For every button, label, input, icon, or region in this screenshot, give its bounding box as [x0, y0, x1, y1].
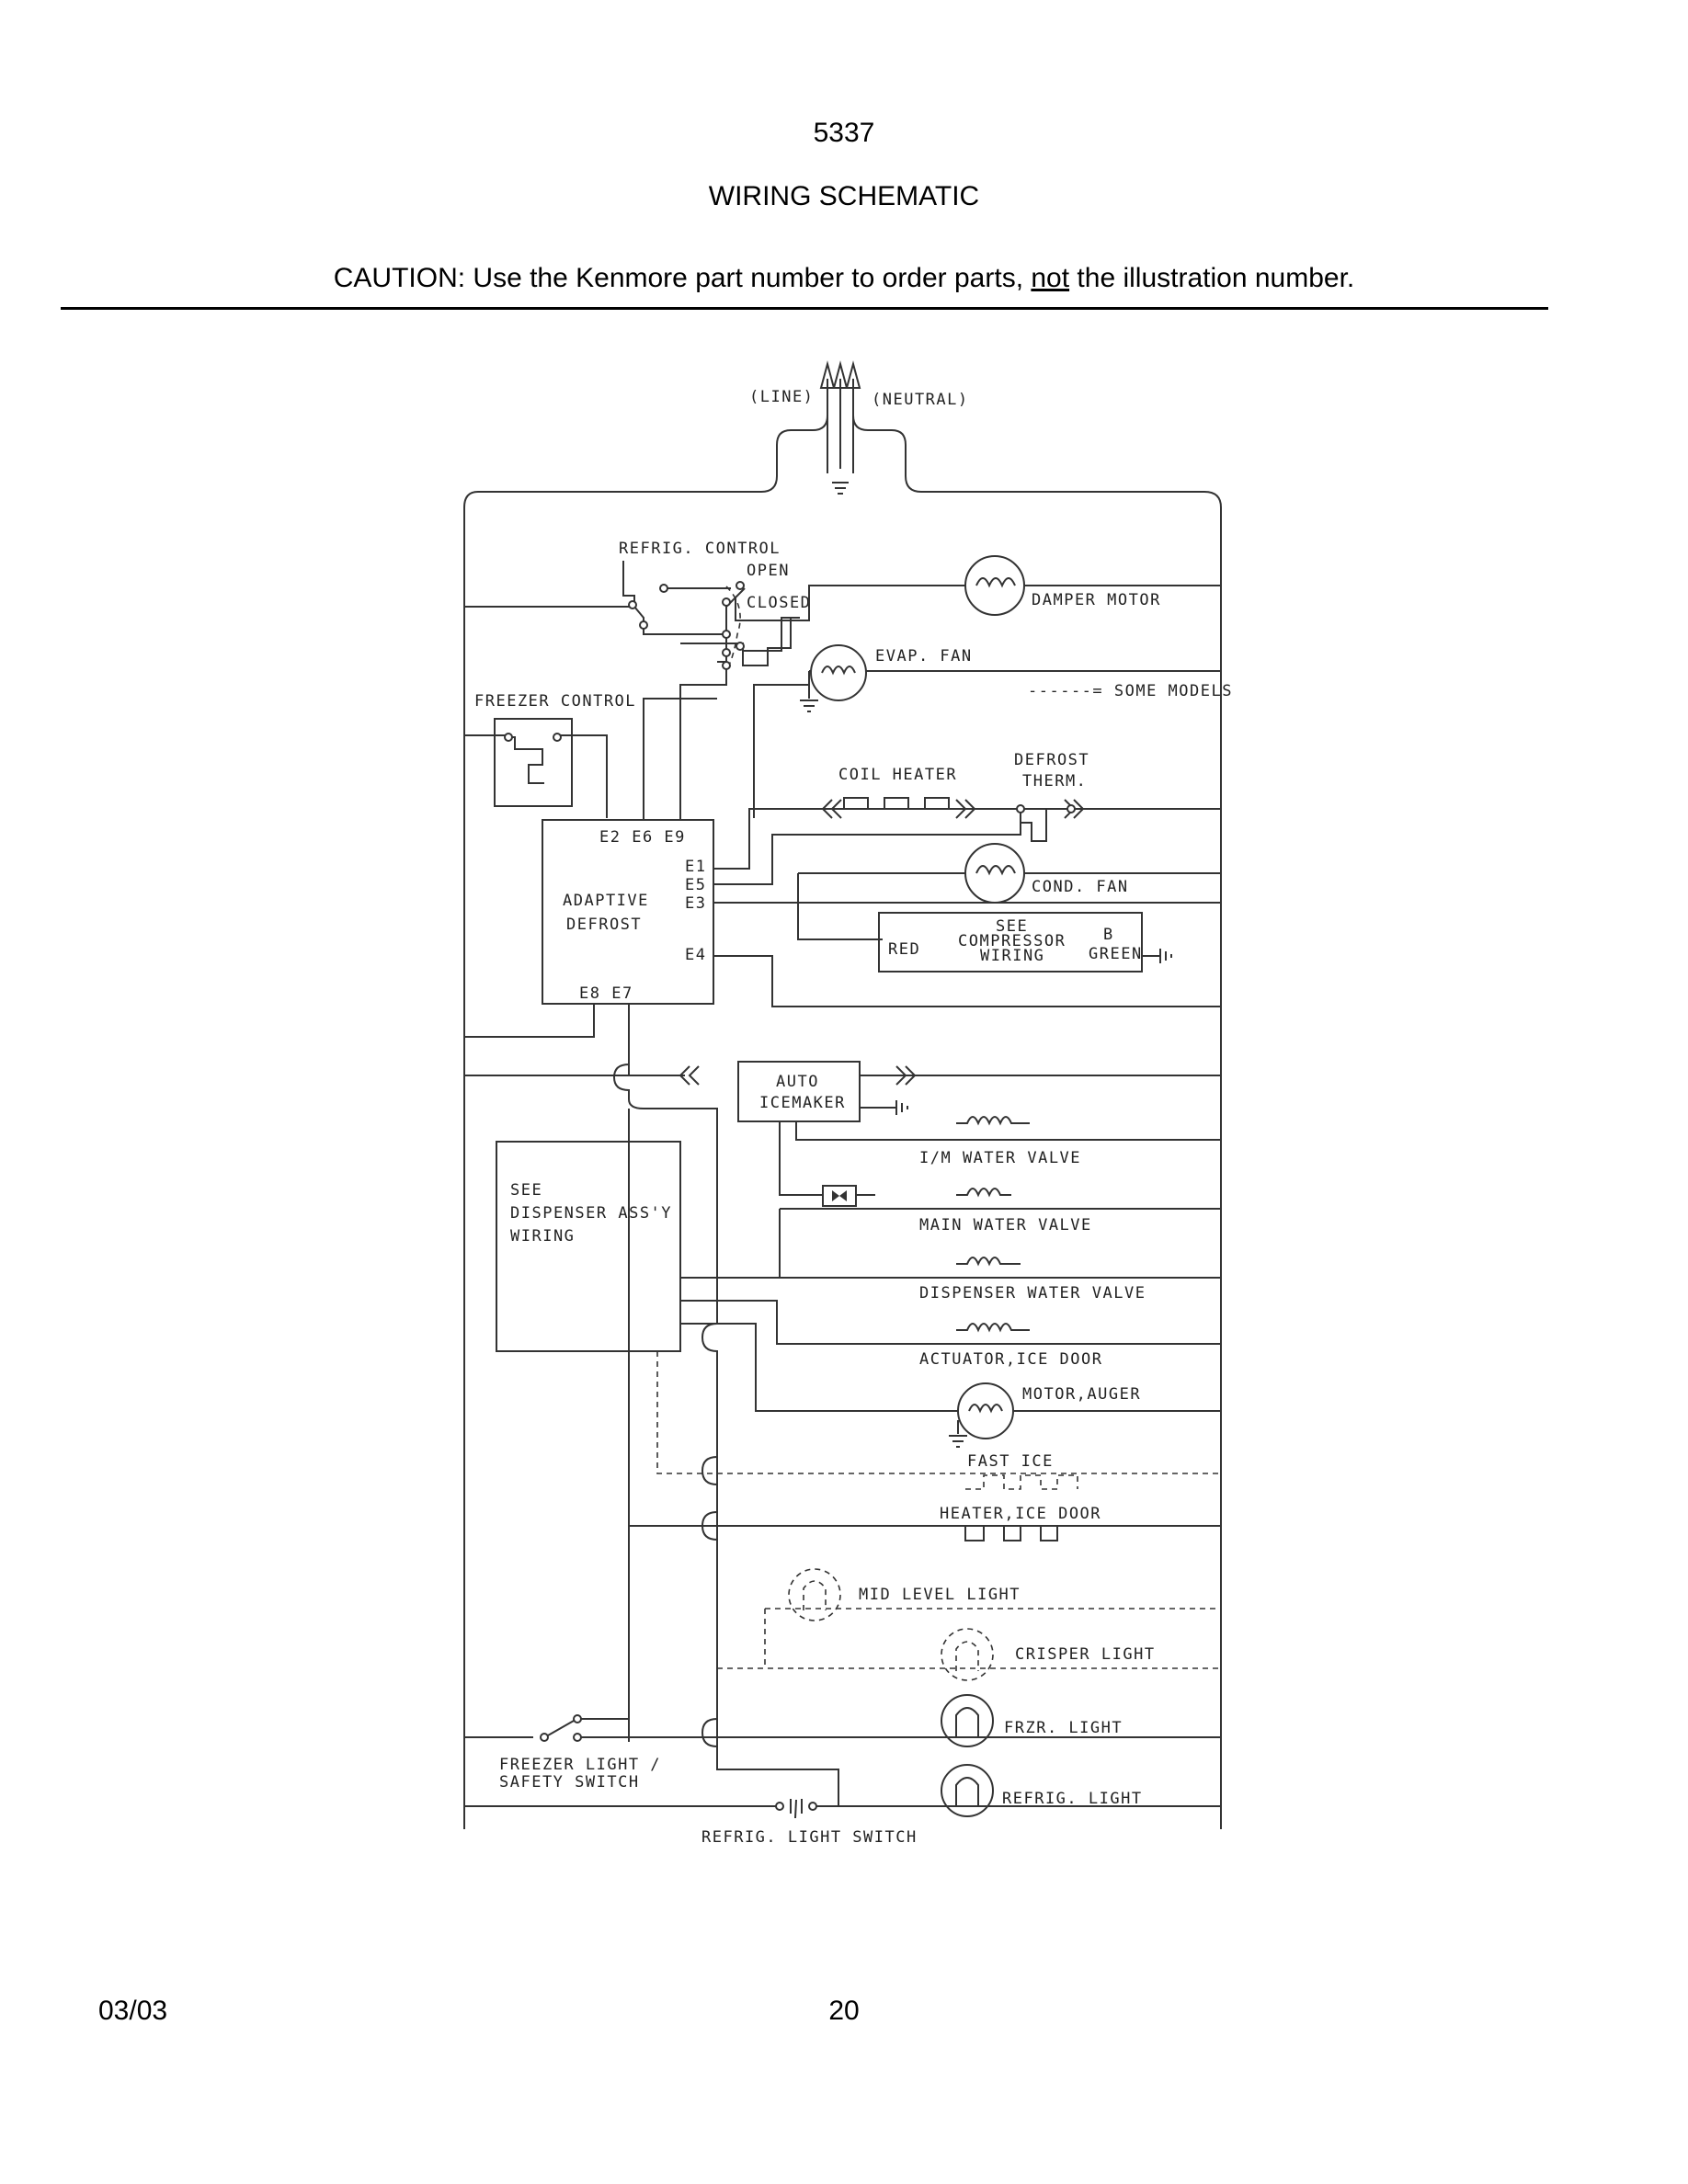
coil-heater: COIL HEATER DEFROST THERM.: [821, 751, 1089, 842]
refrig-light-label: REFRIG. LIGHT: [1002, 1790, 1143, 1808]
motor-auger: MOTOR,AUGER: [949, 1382, 1221, 1448]
crisper-light: CRISPER LIGHT: [717, 1628, 1221, 1681]
terminal-e4: E4: [685, 946, 706, 964]
auto-icemaker: AUTO ICEMAKER: [464, 1004, 1221, 1278]
main-water-valve: MAIN WATER VALVE: [779, 1185, 1221, 1278]
caution-text-start: CAUTION: Use the Kenmore part number to …: [333, 263, 1032, 293]
power-input: (LINE) (NEUTRAL): [463, 360, 1222, 1829]
dispenser-wiring-label: WIRING: [510, 1227, 575, 1246]
im-water-valve-label: I/M WATER VALVE: [919, 1149, 1081, 1167]
refrig-light-switch-label: REFRIG. LIGHT SWITCH: [701, 1828, 918, 1847]
actuator-ice-door-label: ACTUATOR,ICE DOOR: [919, 1350, 1103, 1369]
cond-fan: COND. FAN: [797, 843, 1221, 940]
motor-auger-label: MOTOR,AUGER: [1022, 1385, 1141, 1404]
dispenser-see-label: SEE: [510, 1181, 542, 1200]
green-wire-label: GREEN: [1089, 945, 1143, 963]
evap-fan-label: EVAP. FAN: [875, 647, 973, 665]
defrost-therm-label-1: DEFROST: [1014, 751, 1089, 769]
b-terminal-label: B: [1103, 926, 1114, 944]
crisper-light-label: CRISPER LIGHT: [1015, 1645, 1156, 1664]
header-rule: [61, 307, 1548, 310]
mid-level-light-label: MID LEVEL LIGHT: [859, 1586, 1021, 1604]
revision-date: 03/03: [98, 1996, 168, 2026]
compressor-wiring: SEE COMPRESSOR WIRING RED B GREEN: [878, 912, 1172, 973]
im-water-valve: I/M WATER VALVE: [919, 1116, 1081, 1167]
compressor-label: COMPRESSOR: [958, 932, 1066, 950]
fast-ice-label: FAST ICE: [967, 1452, 1054, 1471]
defrost-terminals-top: E2 E6 E9: [599, 828, 686, 847]
fast-ice: FAST ICE: [656, 1351, 1221, 1490]
icemaker-label: ICEMAKER: [759, 1094, 846, 1112]
dispenser-water-valve: DISPENSER WATER VALVE: [919, 1257, 1146, 1302]
mid-level-light: MID LEVEL LIGHT: [764, 1568, 1221, 1668]
main-water-valve-label: MAIN WATER VALVE: [919, 1216, 1092, 1234]
freezer-light-switch-label-1: FREEZER LIGHT /: [499, 1756, 661, 1774]
freezer-control: FREEZER CONTROL: [464, 692, 636, 818]
closed-label: CLOSED: [747, 594, 811, 612]
damper-motor-label: DAMPER MOTOR: [1032, 591, 1161, 609]
freezer-control-label: FREEZER CONTROL: [474, 692, 636, 711]
page-title: WIRING SCHEMATIC: [708, 181, 980, 211]
refrig-control-label: REFRIG. CONTROL: [619, 540, 781, 558]
evap-fan: EVAP. FAN ------= SOME MODELS: [753, 644, 1233, 818]
refrig-light-switch: REFRIG. LIGHT SWITCH: [464, 1799, 1221, 1847]
red-wire-label: RED: [888, 940, 920, 959]
cond-fan-label: COND. FAN: [1032, 878, 1129, 896]
page-number: 20: [828, 1996, 860, 2026]
some-models-legend: ------= SOME MODELS: [1028, 682, 1233, 700]
terminal-e5: E5: [685, 876, 706, 894]
actuator-ice-door: ACTUATOR,ICE DOOR: [919, 1323, 1103, 1369]
caution-text-end: the illustration number.: [1069, 263, 1355, 293]
auto-label: AUTO: [776, 1073, 819, 1091]
heater-ice-door-label: HEATER,ICE DOOR: [940, 1505, 1101, 1523]
neutral-label: (NEUTRAL): [872, 391, 969, 409]
defrost-therm-label-2: THERM.: [1022, 772, 1087, 791]
compressor-wiring-label: WIRING: [980, 947, 1044, 965]
refrig-control: REFRIG. CONTROL OPEN CLOSED: [464, 540, 1221, 818]
dispenser-assembly: SEE DISPENSER ASS'Y WIRING: [496, 1141, 1221, 1746]
line-label: (LINE): [749, 388, 814, 406]
freezer-light-switch-label-2: SAFETY SWITCH: [499, 1773, 640, 1792]
coil-heater-label: COIL HEATER: [838, 766, 957, 784]
refrig-light: REFRIG. LIGHT: [701, 1718, 1143, 1817]
dispenser-water-valve-label: DISPENSER WATER VALVE: [919, 1284, 1146, 1302]
caution-note: CAUTION: Use the Kenmore part number to …: [0, 263, 1688, 294]
dispenser-assy-label: DISPENSER ASS'Y: [510, 1204, 672, 1223]
caution-underlined-word: not: [1031, 263, 1070, 293]
page-id: 5337: [813, 118, 875, 148]
freezer-light-safety-switch: FREEZER LIGHT / SAFETY SWITCH: [499, 1710, 661, 1792]
frzr-light: FRZR. LIGHT: [464, 1694, 1221, 1747]
compressor-see-label: SEE: [996, 917, 1028, 936]
open-label: OPEN: [747, 562, 790, 580]
terminal-e1: E1: [685, 858, 706, 876]
frzr-light-label: FRZR. LIGHT: [1004, 1719, 1123, 1737]
defrost-terminals-bottom: E8 E7: [579, 984, 633, 1003]
damper-motor: DAMPER MOTOR: [964, 555, 1161, 616]
terminal-e3: E3: [685, 894, 706, 913]
heater-ice-door: HEATER,ICE DOOR: [628, 1109, 1221, 1742]
defrost-label: DEFROST: [566, 916, 642, 934]
adaptive-label: ADAPTIVE: [563, 892, 649, 910]
